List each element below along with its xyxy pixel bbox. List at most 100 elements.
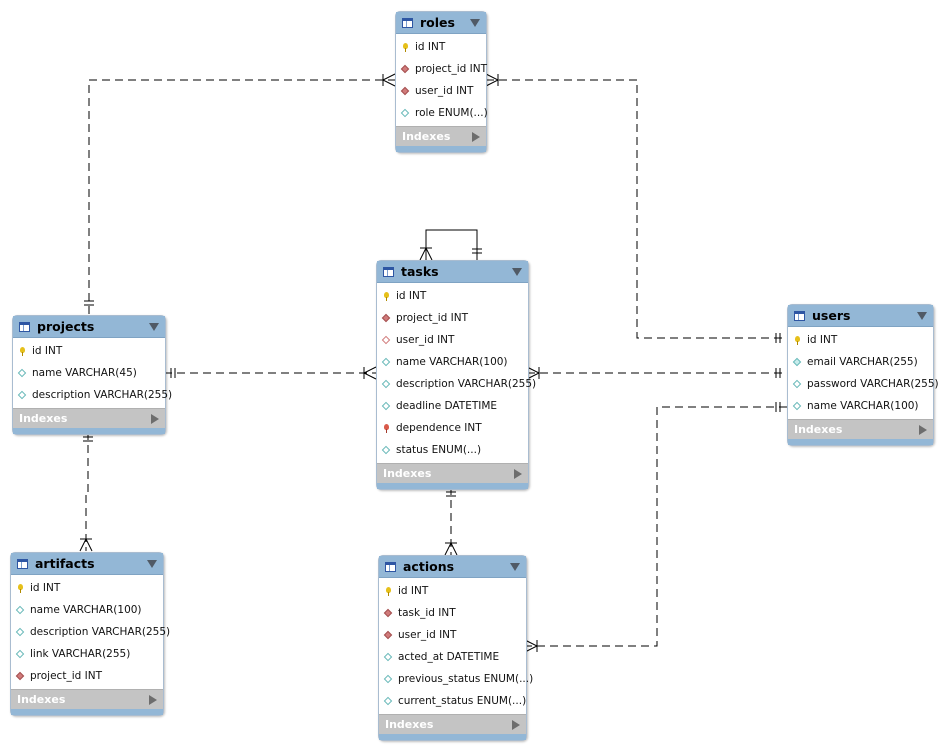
table-header[interactable]: tasks <box>377 261 528 283</box>
indexes-section[interactable]: Indexes <box>377 463 528 483</box>
rel-users-roles <box>486 79 787 339</box>
column-label: description VARCHAR(255) <box>32 389 173 401</box>
column-label: current_status ENUM(...) <box>398 695 527 707</box>
collapse-arrow-icon[interactable] <box>512 267 522 276</box>
column-row[interactable]: project_id INT <box>377 307 528 329</box>
column-row[interactable]: status ENUM(...) <box>377 439 528 461</box>
column-row[interactable]: role ENUM(...) <box>396 102 488 124</box>
column-row[interactable]: name VARCHAR(100) <box>788 395 933 417</box>
collapse-arrow-icon[interactable] <box>470 18 480 27</box>
indexes-section[interactable]: Indexes <box>11 689 163 709</box>
column-row[interactable]: project_id INT <box>11 665 163 687</box>
expand-arrow-icon[interactable] <box>151 413 159 424</box>
table-footer <box>11 709 163 715</box>
indexes-section[interactable]: Indexes <box>379 714 526 734</box>
column-label: id INT <box>30 582 61 594</box>
column-row[interactable]: name VARCHAR(100) <box>11 599 163 621</box>
column-row[interactable]: previous_status ENUM(...) <box>379 668 533 690</box>
column-row[interactable]: password VARCHAR(255) <box>788 373 939 395</box>
column-row[interactable]: id INT <box>379 580 526 602</box>
column-label: name VARCHAR(100) <box>30 604 142 616</box>
column-label: id INT <box>398 585 429 597</box>
rel-users-actions <box>525 406 787 647</box>
table-header[interactable]: roles <box>396 12 486 34</box>
column-row[interactable]: task_id INT <box>379 602 526 624</box>
column-list: id INT email VARCHAR(255) password VARCHAR… <box>788 327 939 419</box>
column-row[interactable]: link VARCHAR(255) <box>11 643 163 665</box>
foreign-key-icon <box>15 671 25 681</box>
column-label: project_id INT <box>415 63 487 75</box>
indexes-section[interactable]: Indexes <box>13 408 165 428</box>
column-label: id INT <box>807 334 838 346</box>
expand-arrow-icon[interactable] <box>919 424 927 435</box>
table-header[interactable]: projects <box>13 316 165 338</box>
table-footer <box>13 428 165 434</box>
expand-arrow-icon[interactable] <box>512 719 520 730</box>
column-label: password VARCHAR(255) <box>807 378 939 390</box>
expand-arrow-icon[interactable] <box>514 468 522 479</box>
table-footer <box>788 439 933 445</box>
table-name: tasks <box>401 264 439 279</box>
indexes-label: Indexes <box>385 718 434 731</box>
column-icon <box>17 390 27 400</box>
column-label: previous_status ENUM(...) <box>398 673 534 685</box>
table-header[interactable]: users <box>788 305 933 327</box>
column-row[interactable]: id INT <box>13 340 165 362</box>
table-header[interactable]: actions <box>379 556 526 578</box>
column-row[interactable]: description VARCHAR(255) <box>11 621 170 643</box>
column-row[interactable]: deadline DATETIME <box>377 395 528 417</box>
column-icon <box>383 696 393 706</box>
column-label: name VARCHAR(100) <box>396 356 508 368</box>
primary-key-icon <box>401 42 410 52</box>
column-row[interactable]: name VARCHAR(45) <box>13 362 165 384</box>
column-row[interactable]: user_id INT <box>379 624 526 646</box>
table-users[interactable]: users id INT email VARCHAR(255) password VA… <box>787 304 939 446</box>
column-icon <box>381 379 391 389</box>
column-row[interactable]: acted_at DATETIME <box>379 646 526 668</box>
table-name: actions <box>403 559 455 574</box>
column-row[interactable]: user_id INT <box>396 80 486 102</box>
table-name: artifacts <box>35 556 95 571</box>
column-row[interactable]: name VARCHAR(100) <box>377 351 528 373</box>
column-row[interactable]: id INT <box>11 577 163 599</box>
column-icon <box>381 401 391 411</box>
column-row[interactable]: email VARCHAR(255) <box>788 351 933 373</box>
collapse-arrow-icon[interactable] <box>510 562 520 571</box>
column-row[interactable]: project_id INT <box>396 58 487 80</box>
column-row[interactable]: description VARCHAR(255) <box>13 384 172 406</box>
table-name: roles <box>420 15 455 30</box>
table-name: users <box>812 308 851 323</box>
foreign-key-index-icon <box>382 423 391 433</box>
collapse-arrow-icon[interactable] <box>917 311 927 320</box>
column-icon <box>381 357 391 367</box>
column-row[interactable]: dependence INT <box>377 417 528 439</box>
column-row[interactable]: description VARCHAR(255) <box>377 373 536 395</box>
primary-key-icon <box>18 346 27 356</box>
column-icon <box>15 627 25 637</box>
column-label: description VARCHAR(255) <box>30 626 171 638</box>
expand-arrow-icon[interactable] <box>149 694 157 705</box>
column-row[interactable]: user_id INT <box>377 329 528 351</box>
indexes-section[interactable]: Indexes <box>396 126 486 146</box>
column-row[interactable]: id INT <box>788 329 933 351</box>
collapse-arrow-icon[interactable] <box>147 559 157 568</box>
column-label: description VARCHAR(255) <box>396 378 537 390</box>
expand-arrow-icon[interactable] <box>472 131 480 142</box>
rel-projects-artifacts <box>85 432 89 551</box>
table-artifacts[interactable]: artifacts id INT name VARCHAR(100) descript… <box>10 552 170 716</box>
foreign-key-icon <box>381 313 391 323</box>
column-row[interactable]: id INT <box>396 36 486 58</box>
column-icon <box>400 108 410 118</box>
collapse-arrow-icon[interactable] <box>149 322 159 331</box>
column-row[interactable]: current_status ENUM(...) <box>379 690 526 712</box>
table-header[interactable]: artifacts <box>11 553 163 575</box>
indexes-label: Indexes <box>383 467 432 480</box>
column-icon <box>15 649 25 659</box>
indexes-section[interactable]: Indexes <box>788 419 933 439</box>
column-row[interactable]: id INT <box>377 285 528 307</box>
